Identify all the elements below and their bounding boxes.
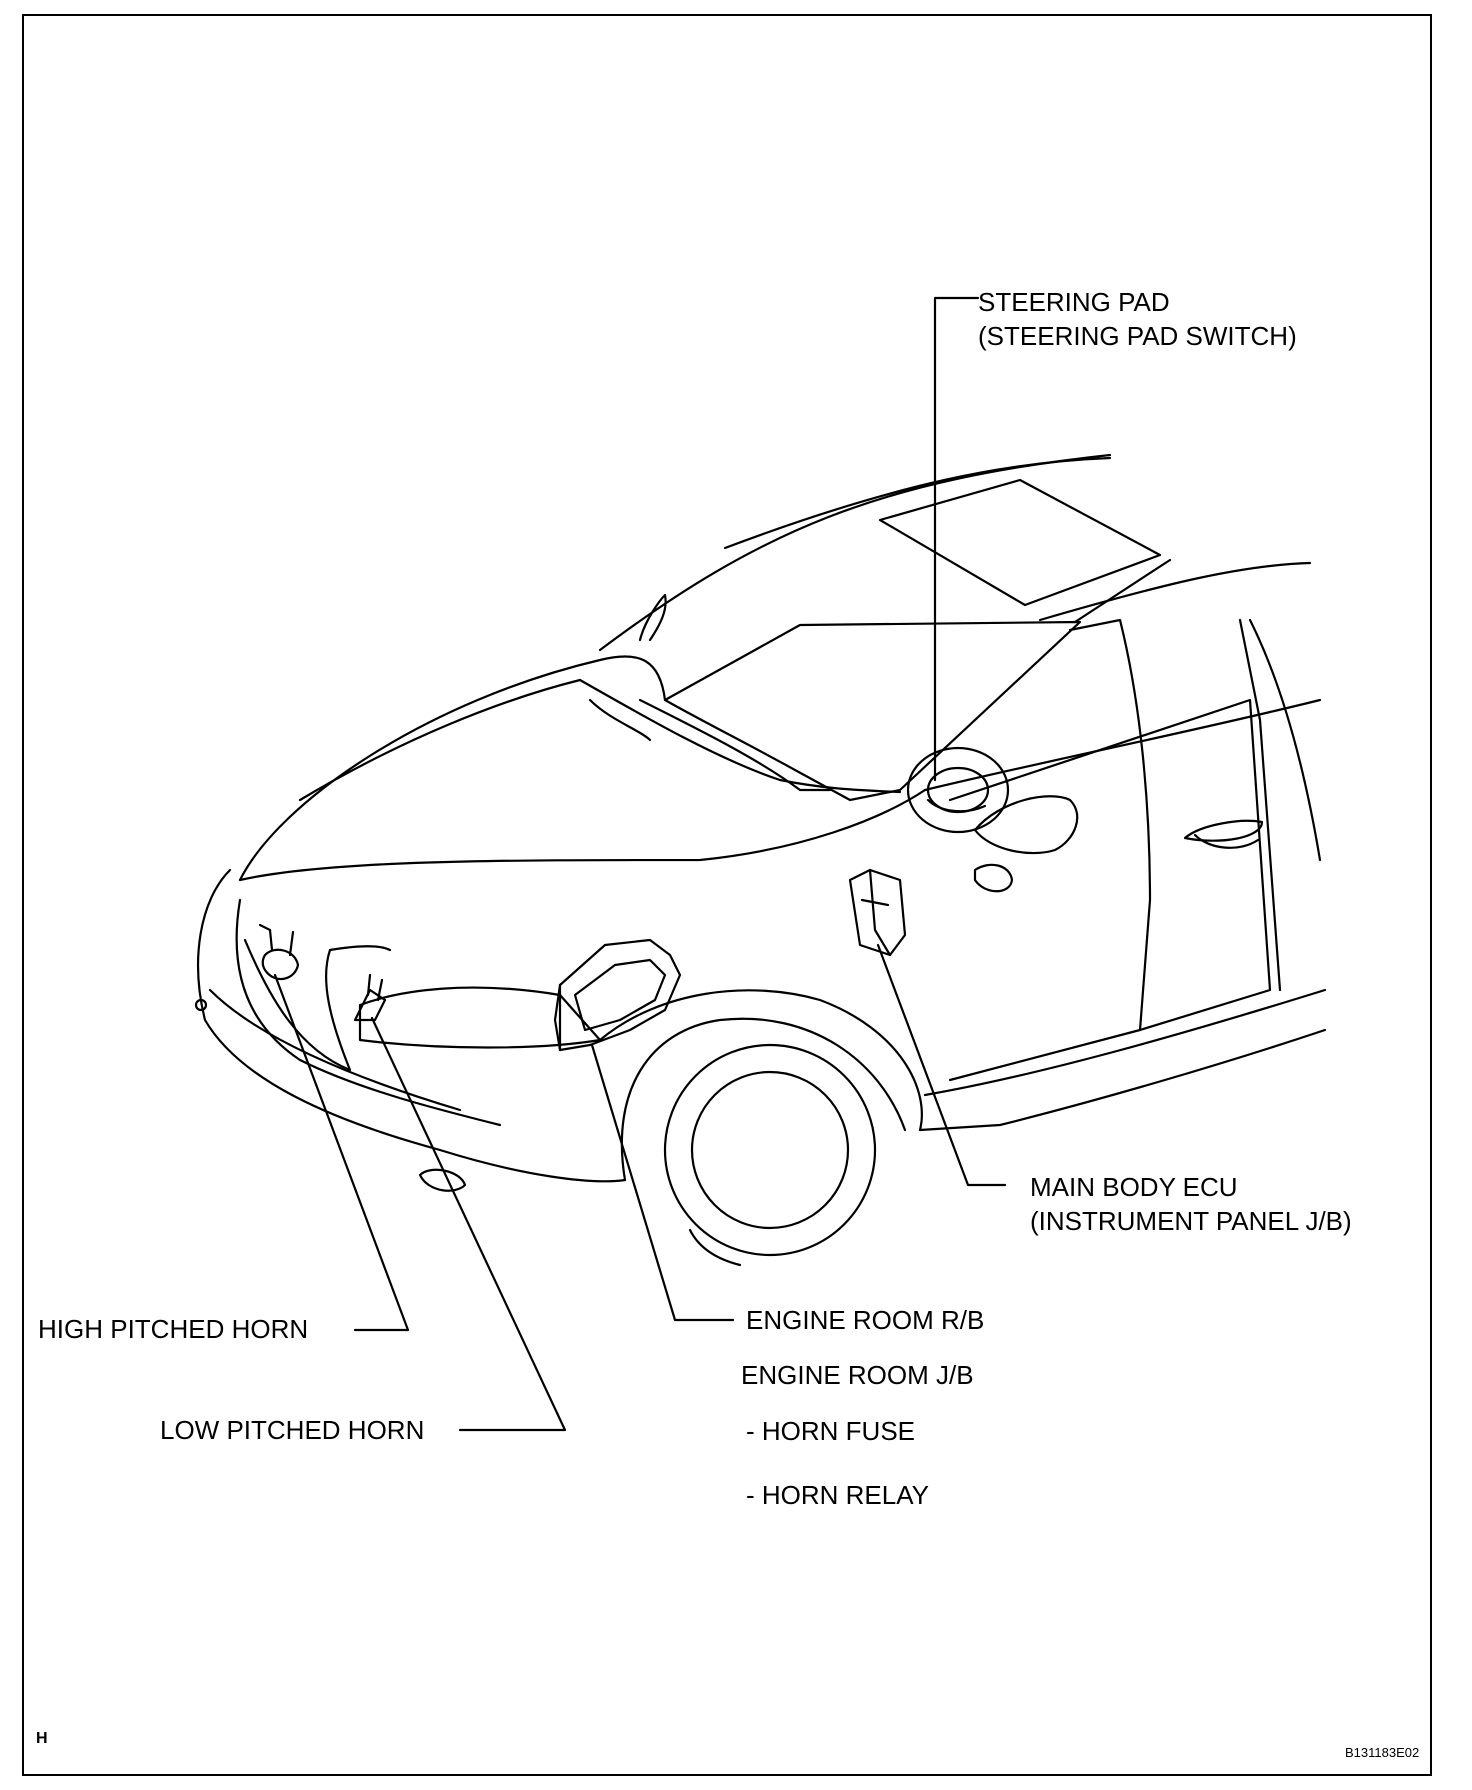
body-side-lower (918, 1028, 1327, 1132)
high-pitched-horn (261, 948, 300, 981)
diagram-frame (22, 14, 1432, 1776)
antenna (638, 593, 667, 642)
figure-code: B131183E02 (1345, 1745, 1420, 1760)
sunroof (878, 478, 1162, 607)
roof-rear-line (723, 456, 1112, 550)
label-horn-fuse: - HORN FUSE (746, 1416, 915, 1446)
body-side-upper (923, 698, 1322, 792)
label-main-body-ecu: MAIN BODY ECU (1030, 1172, 1238, 1202)
label-engine-room-jb: ENGINE ROOM J/B (741, 1360, 974, 1390)
front-fender (598, 989, 923, 1132)
roof-line (598, 453, 1112, 652)
fog-lamp (418, 1168, 467, 1192)
leader-low-pitched-horn (370, 1016, 567, 1432)
front-wheel (663, 1043, 877, 1257)
headlamp (358, 986, 602, 1049)
front-door (948, 618, 1152, 1082)
label-steering-pad-switch: (STEERING PAD SWITCH) (978, 321, 1297, 351)
label-low-pitched-horn: LOW PITCHED HORN (160, 1415, 425, 1445)
leader-high-pitched-horn (273, 973, 410, 1332)
steering-wheel (906, 746, 1010, 834)
engine-room-rb (558, 938, 682, 1052)
label-steering-pad: STEERING PAD (978, 287, 1170, 317)
grille (243, 938, 352, 1072)
side-mirror (973, 795, 1079, 855)
hood-outline (238, 655, 667, 882)
door-handle (1183, 819, 1264, 842)
front-bumper (197, 868, 627, 1183)
main-body-ecu (848, 868, 907, 957)
leader-steering-pad (933, 296, 980, 782)
label-engine-room-rb: ENGINE ROOM R/B (746, 1305, 985, 1335)
leader-main-body-ecu (876, 943, 1007, 1187)
windshield (663, 620, 1082, 802)
leader-engine-room-rb (590, 1043, 735, 1322)
label-high-pitched-horn: HIGH PITCHED HORN (38, 1314, 309, 1344)
cowl-line (578, 678, 902, 794)
corner-mark: H (36, 1730, 48, 1747)
label-instrument-panel-jb: (INSTRUMENT PANEL J/B) (1030, 1206, 1352, 1236)
label-horn-relay: - HORN RELAY (746, 1480, 929, 1510)
low-pitched-horn (353, 988, 387, 1022)
